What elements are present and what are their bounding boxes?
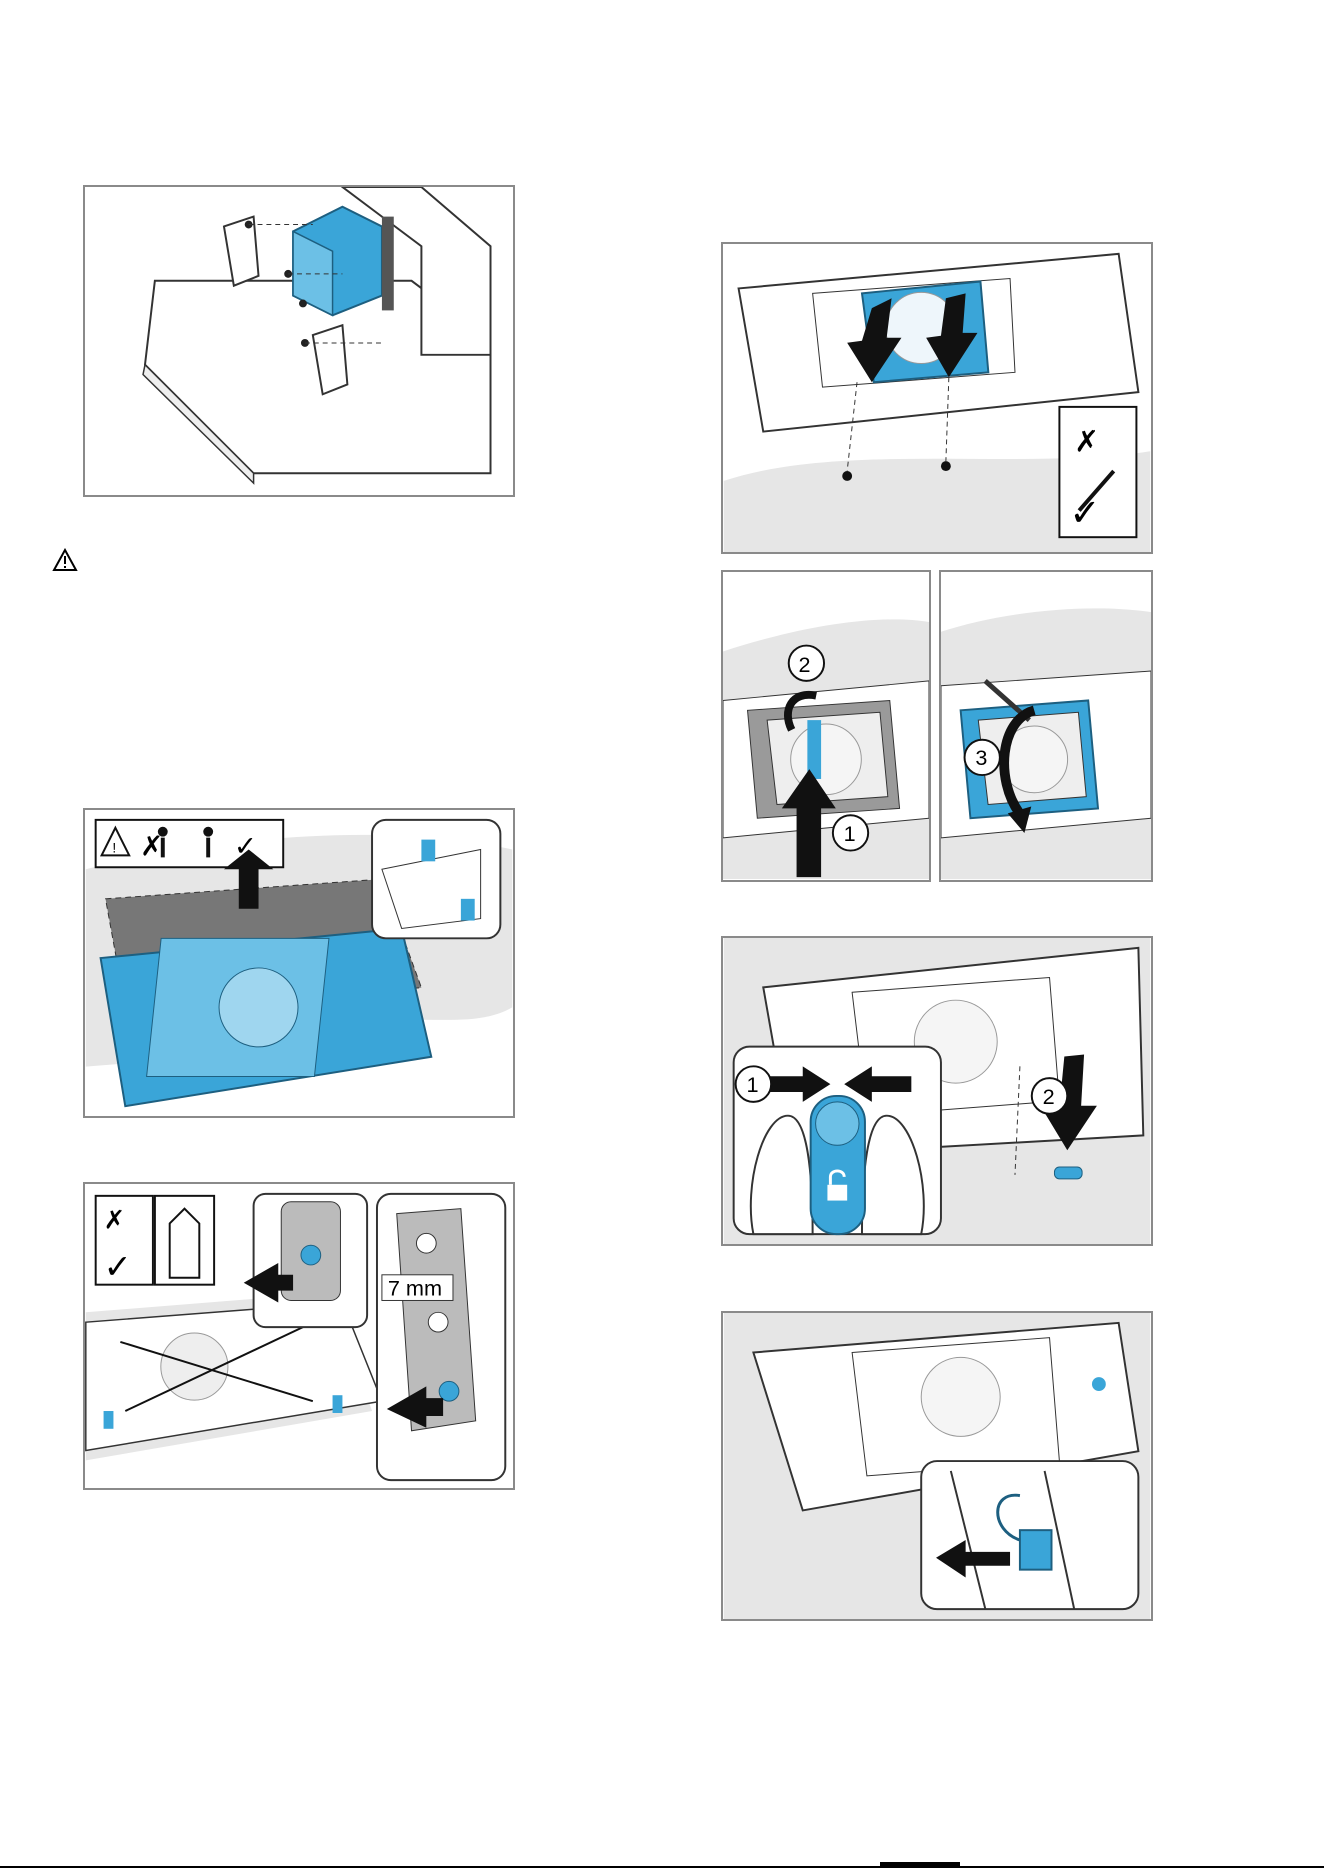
step-3-label: 3 — [975, 745, 987, 770]
svg-text:!: ! — [112, 839, 116, 855]
warning-triangle-icon — [52, 548, 78, 572]
illustration-lift-hood: ! ✗ ✓ — [85, 810, 513, 1116]
svg-text:✓: ✓ — [1069, 490, 1100, 534]
figure-mount-bracket — [83, 185, 515, 497]
svg-text:✗: ✗ — [104, 1205, 126, 1235]
step-1-label: 1 — [844, 821, 856, 846]
clip-step-2-label: 2 — [1043, 1084, 1055, 1109]
page-bottom-rule-mark — [880, 1862, 960, 1868]
figure-release-clip: 2 1 — [721, 936, 1153, 1246]
step-2-label: 2 — [799, 652, 811, 677]
illustration-bracket-screws: ✓ ✗ 7 mm — [85, 1184, 513, 1488]
illustration-unlock-filter-a: 2 1 — [723, 572, 929, 880]
illustration-release-clip: 2 1 — [723, 938, 1151, 1244]
page-bottom-rule — [0, 1866, 1324, 1868]
figure-unlock-filter-a: 2 1 — [721, 570, 931, 882]
figure-lift-hood: ! ✗ ✓ — [83, 808, 515, 1118]
illustration-remove-filter-screws: ✗ ✓ — [723, 244, 1151, 552]
figure-unlock-filter-b: 3 — [939, 570, 1153, 882]
illustration-mount-bracket — [85, 187, 513, 495]
clip-step-1-label: 1 — [746, 1072, 758, 1097]
svg-text:✓: ✓ — [104, 1247, 132, 1286]
figure-remove-filter-screws: ✗ ✓ — [721, 242, 1153, 554]
figure-bracket-screws: ✓ ✗ 7 mm — [83, 1182, 515, 1490]
illustration-disconnect-cable — [723, 1313, 1151, 1619]
svg-text:✗: ✗ — [1074, 424, 1099, 458]
figure-disconnect-cable — [721, 1311, 1153, 1621]
measurement-label: 7 mm — [388, 1276, 442, 1301]
illustration-unlock-filter-b: 3 — [941, 572, 1151, 880]
